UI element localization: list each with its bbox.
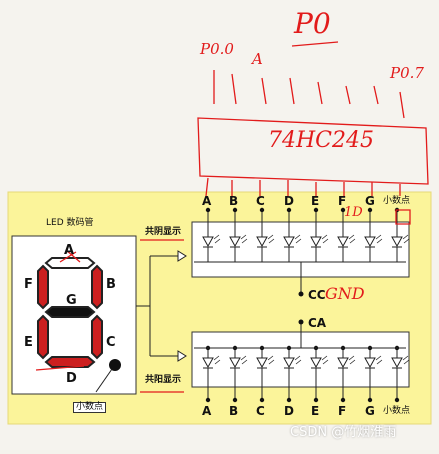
ca-pin-g: G xyxy=(365,404,375,418)
ca-led-5 xyxy=(310,345,329,403)
display-title: LED 数码管 xyxy=(46,218,94,228)
hand-underline-p0 xyxy=(291,41,339,47)
cc-common-pin-label: CC xyxy=(308,288,326,302)
hand-box-dp xyxy=(395,209,411,225)
common-anode-label: 共阳显示 xyxy=(145,375,182,385)
cc-led-5 xyxy=(310,207,329,262)
segment-label-d: D xyxy=(66,371,77,386)
ca-led-8 xyxy=(391,345,410,403)
segment-b xyxy=(91,264,103,310)
connector-lines xyxy=(136,255,178,357)
hand-underline-d xyxy=(35,365,85,371)
cc-dp-label: 小数点 xyxy=(383,196,411,206)
ca-pin-a: A xyxy=(202,404,212,418)
seven-segment-digit xyxy=(37,257,103,368)
hand-input-lines xyxy=(213,70,405,119)
ca-pin-f: F xyxy=(338,404,347,418)
segment-a xyxy=(44,257,96,269)
hand-p07-label: P0.7 xyxy=(390,64,424,82)
dp-pointer xyxy=(95,368,113,393)
watermark: CSDN @竹烟淮雨 xyxy=(290,425,397,440)
common-anode-leds xyxy=(202,345,410,403)
cc-pin-dot xyxy=(298,291,304,297)
segment-label-e: E xyxy=(24,335,33,350)
hand-output-lines xyxy=(205,177,401,197)
ca-led-7 xyxy=(364,345,383,403)
cc-led-2 xyxy=(229,207,248,262)
decimal-point-label: 小数点 xyxy=(73,402,107,413)
decimal-point-dot xyxy=(109,359,121,371)
ca-common-pin-label: CA xyxy=(308,316,327,330)
hand-latch-box xyxy=(197,117,429,185)
segment-label-g: G xyxy=(66,293,77,308)
segment-label-a: A xyxy=(64,243,75,258)
cc-led-4 xyxy=(283,207,302,262)
segment-d xyxy=(44,356,96,368)
cc-pin-g: G xyxy=(365,194,375,208)
hand-p00-label: P0.0 xyxy=(200,40,234,58)
hand-port-label: P0 xyxy=(294,7,331,40)
segment-label-f: F xyxy=(24,277,33,292)
segment-label-b: B xyxy=(106,277,116,292)
hand-p00-seg-label: A xyxy=(252,50,263,68)
hand-latch-label: 74HC245 xyxy=(268,128,375,153)
cc-led-6 xyxy=(337,207,356,262)
cc-pin-a: A xyxy=(202,194,212,208)
arrow-lower xyxy=(177,350,187,362)
segment-f xyxy=(37,264,49,310)
ca-dp-label: 小数点 xyxy=(383,406,411,416)
handwritten-annotations xyxy=(35,41,429,393)
segment-label-c: C xyxy=(106,335,116,350)
ca-pin-d: D xyxy=(284,404,294,418)
cc-pin-b: B xyxy=(229,194,239,208)
cc-pin-f: F xyxy=(338,194,347,208)
arrow-upper xyxy=(177,250,187,262)
cc-led-7 xyxy=(364,207,383,262)
ca-pin-dot xyxy=(298,319,304,325)
cc-pin-e: E xyxy=(311,194,320,208)
cc-led-3 xyxy=(256,207,275,262)
segment-e xyxy=(37,314,49,360)
common-cathode-label: 共阴显示 xyxy=(145,227,182,237)
ca-pin-b: B xyxy=(229,404,239,418)
common-cathode-leds xyxy=(202,207,410,262)
hand-mark-a xyxy=(59,249,81,263)
ca-pin-c: C xyxy=(256,404,265,418)
hand-seg-note: 1D xyxy=(344,205,363,220)
cc-pin-c: C xyxy=(256,194,265,208)
cc-led-1 xyxy=(202,207,221,262)
segment-c xyxy=(91,314,103,360)
hand-gnd-label: GND xyxy=(325,284,365,303)
ca-pin-e: E xyxy=(311,404,320,418)
ca-led-4 xyxy=(283,345,302,403)
segment-g xyxy=(44,306,96,318)
cc-pin-d: D xyxy=(284,194,294,208)
